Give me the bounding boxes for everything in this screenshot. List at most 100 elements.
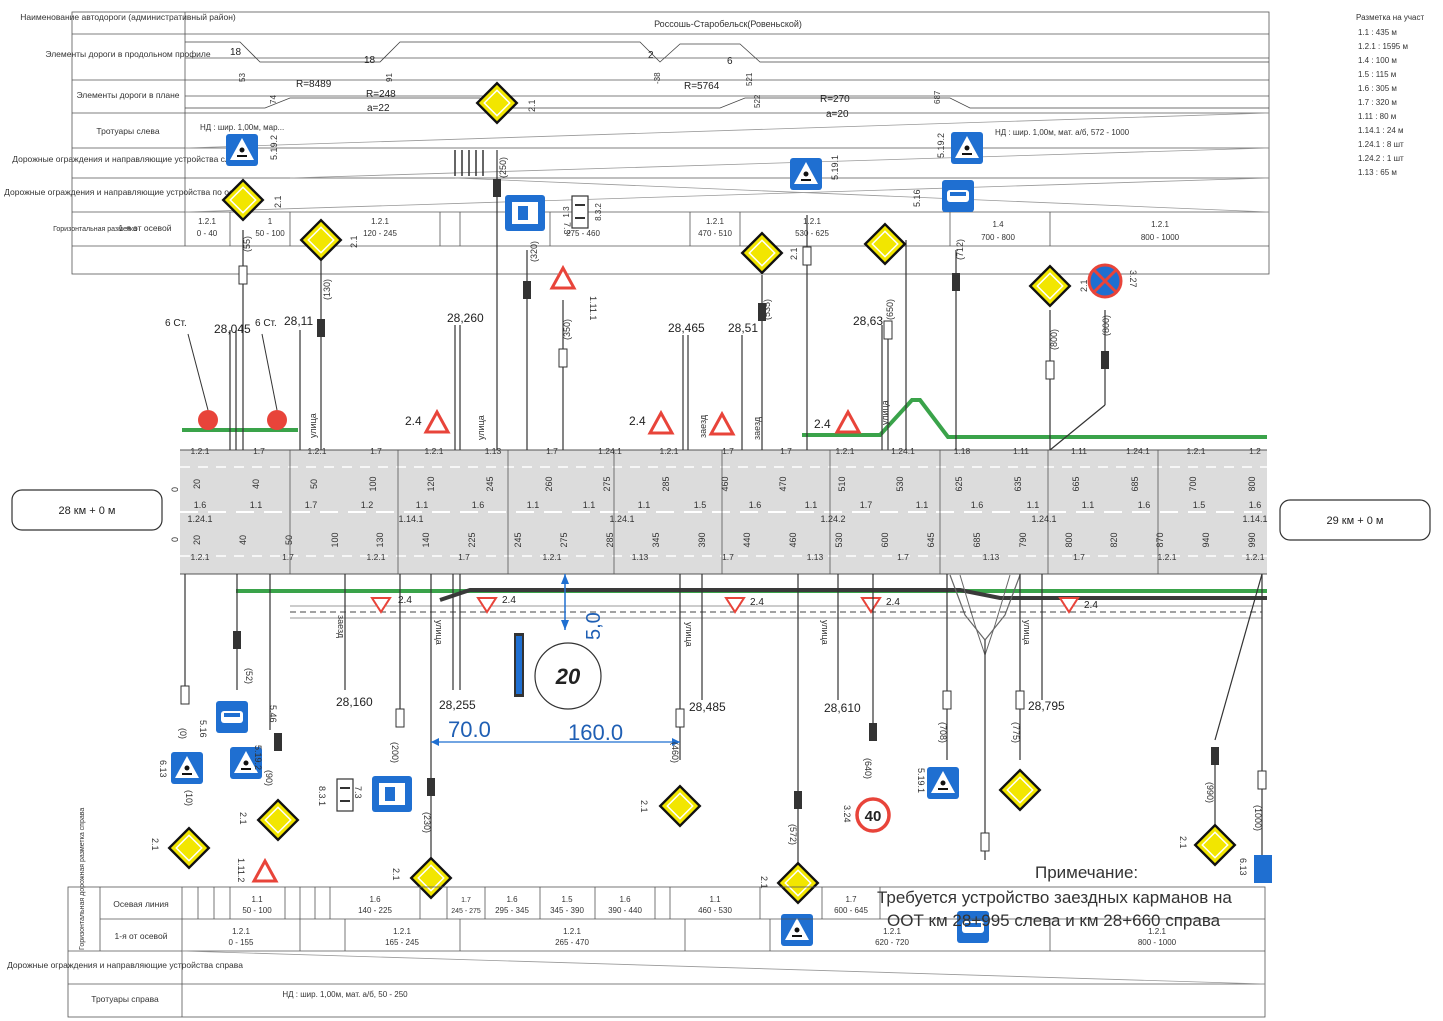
axial-range-3: 140 - 225 <box>358 906 392 915</box>
sidewalk-left-2: НД : шир. 1,00м, мат. а/б, 572 - 1000 <box>995 128 1130 137</box>
dim-160: 160.0 <box>568 720 623 745</box>
first-range-1: 0 - 155 <box>229 938 254 947</box>
tree-icon <box>267 410 287 430</box>
top-cell-range-3: 120 - 245 <box>363 229 397 238</box>
zero-top: 0 <box>170 487 180 492</box>
sign-code: 5.19.2 <box>269 135 279 160</box>
road-marking-label: 1.24.1 <box>1126 446 1150 456</box>
road-marking-label: 50 <box>284 535 294 545</box>
top-cell-code-9: 1.2.1 <box>1151 220 1169 229</box>
post-marker-icon <box>523 281 531 299</box>
note-block: Примечание: Требуется устройство заездны… <box>877 863 1232 930</box>
main-road-sign-icon <box>476 82 518 124</box>
tree-icon <box>198 410 218 430</box>
dist-label: (1000) <box>1253 805 1263 831</box>
sign-code: 7.3 <box>353 786 363 799</box>
axial-range-9: 600 - 645 <box>834 906 868 915</box>
legend-title: Разметка на участ <box>1356 13 1425 22</box>
road-marking-label: 260 <box>544 476 554 491</box>
road-marking-label: 1.5 <box>694 500 707 510</box>
road-marking-label: 1.7 <box>282 552 294 562</box>
road-marking-label: 685 <box>972 532 982 547</box>
top-cell-range-1: 0 - 40 <box>197 229 218 238</box>
legend-item: 1.6 : 305 м <box>1358 84 1397 93</box>
street-label: заезд <box>752 416 762 440</box>
km-start-box: 28 км + 0 м <box>11 489 163 531</box>
road-marking-label: 245 <box>485 476 495 491</box>
road-marking-label: 285 <box>661 476 671 491</box>
road-marking-label: 1.2.1 <box>308 446 327 456</box>
dist-label: (535) <box>762 299 772 320</box>
post-marker-icon <box>427 778 435 796</box>
road-marking-label: 50 <box>309 479 319 489</box>
post-marker-icon <box>952 273 960 291</box>
road-marking-label: 1.2.1 <box>425 446 444 456</box>
sign-code: 6.13 <box>158 760 168 778</box>
sign-code: 2.1 <box>349 235 359 248</box>
label-barriers-right: Дорожные ограждения и направляющие устро… <box>7 960 243 970</box>
street-label: заезд <box>698 414 708 438</box>
road-marking-label: 1.2.1 <box>1246 552 1265 562</box>
top-cell-code-5: 8.3.2 <box>594 203 603 221</box>
road-marking-label: 820 <box>1109 532 1119 547</box>
direction-plate-icon <box>571 195 589 229</box>
km-end-label: 29 км + 0 м <box>1327 515 1384 527</box>
upper-point-6: 28,63 <box>853 314 883 328</box>
sign-code: 2.1 <box>527 99 537 112</box>
road-marking-label: 800 <box>1247 476 1257 491</box>
road-marking-label: 1.7 <box>780 446 792 456</box>
speed-badge: 20 <box>514 633 602 710</box>
dist-label: (250) <box>498 157 508 178</box>
road-marking-label: 1.1 <box>1027 500 1040 510</box>
top-cell-code-6: 1.2.1 <box>706 217 724 226</box>
first-code-5: 1.2.1 <box>1148 927 1166 936</box>
dist-label: (90) <box>264 770 274 786</box>
lower-point-2: 28,255 <box>439 698 476 712</box>
post-plate-icon <box>180 685 190 705</box>
post-plate-icon <box>942 690 952 710</box>
road-marking-label: 245 <box>513 532 523 547</box>
road-marking-label: 1.24.1 <box>1031 514 1056 524</box>
yield-label: 2.4 <box>629 414 646 428</box>
road-marking-label: 1.13 <box>485 446 502 456</box>
sign-code: 5.16 <box>912 189 922 207</box>
road-marking-label: 700 <box>1188 476 1198 491</box>
upper-sign-labels: 28,045 28,11 28,260 28,465 28,51 28,63 6… <box>165 99 1138 440</box>
road-marking-label: 1.2 <box>1249 446 1261 456</box>
road-marking-label: 1.1 <box>250 500 263 510</box>
main-road-sign-icon <box>999 769 1041 811</box>
sign-code: 1.11.1 <box>588 296 598 320</box>
label-horiz-marking: Горизонтальная разметка <box>53 226 137 233</box>
plan-tick-1: 74 <box>269 95 278 104</box>
road-marking-label: 1.2.1 <box>191 552 210 562</box>
yield-sign-icon <box>648 411 674 435</box>
top-cell-range-5: 275 - 460 <box>566 229 600 238</box>
bottom-table <box>67 886 1266 1018</box>
road-marking-label: 120 <box>426 476 436 491</box>
main-road-sign-icon <box>300 219 342 261</box>
label-marking-first: 1-я от осевой <box>119 223 172 233</box>
road-marking-label: 1.7 <box>458 552 470 562</box>
legend-item: 1.13 : 65 м <box>1358 168 1397 177</box>
warning-triangle-icon <box>550 266 576 290</box>
street-label: улица <box>434 620 444 645</box>
post-marker-icon <box>1101 351 1109 369</box>
pedestrian-crossing-icon <box>789 157 823 191</box>
legend-item: 1.1 : 435 м <box>1358 28 1397 37</box>
road-marking-label: 1.6 <box>472 500 485 510</box>
yield-label: 2.4 <box>398 595 412 606</box>
sign-code: 3.24 <box>842 805 852 823</box>
dist-label: (230) <box>422 812 432 833</box>
street-label: улица <box>1022 620 1032 645</box>
bottom-table-labels: Горизонтальная дорожная разметка справа … <box>7 808 1177 1004</box>
road-marking-label: 1.7 <box>546 446 558 456</box>
note-line-1: Требуется устройство заездных карманов н… <box>877 888 1232 907</box>
road-marking-label: 1.1 <box>416 500 429 510</box>
main-road-sign-icon <box>864 223 906 265</box>
dist-label: (320) <box>529 241 539 262</box>
road-marking-label: 285 <box>605 532 615 547</box>
road-marking-label: 1.1 <box>1082 500 1095 510</box>
post-marker-icon <box>274 733 282 751</box>
yield-label: 2.4 <box>814 417 831 431</box>
top-cell-code-7: 1.2.1 <box>803 217 821 226</box>
